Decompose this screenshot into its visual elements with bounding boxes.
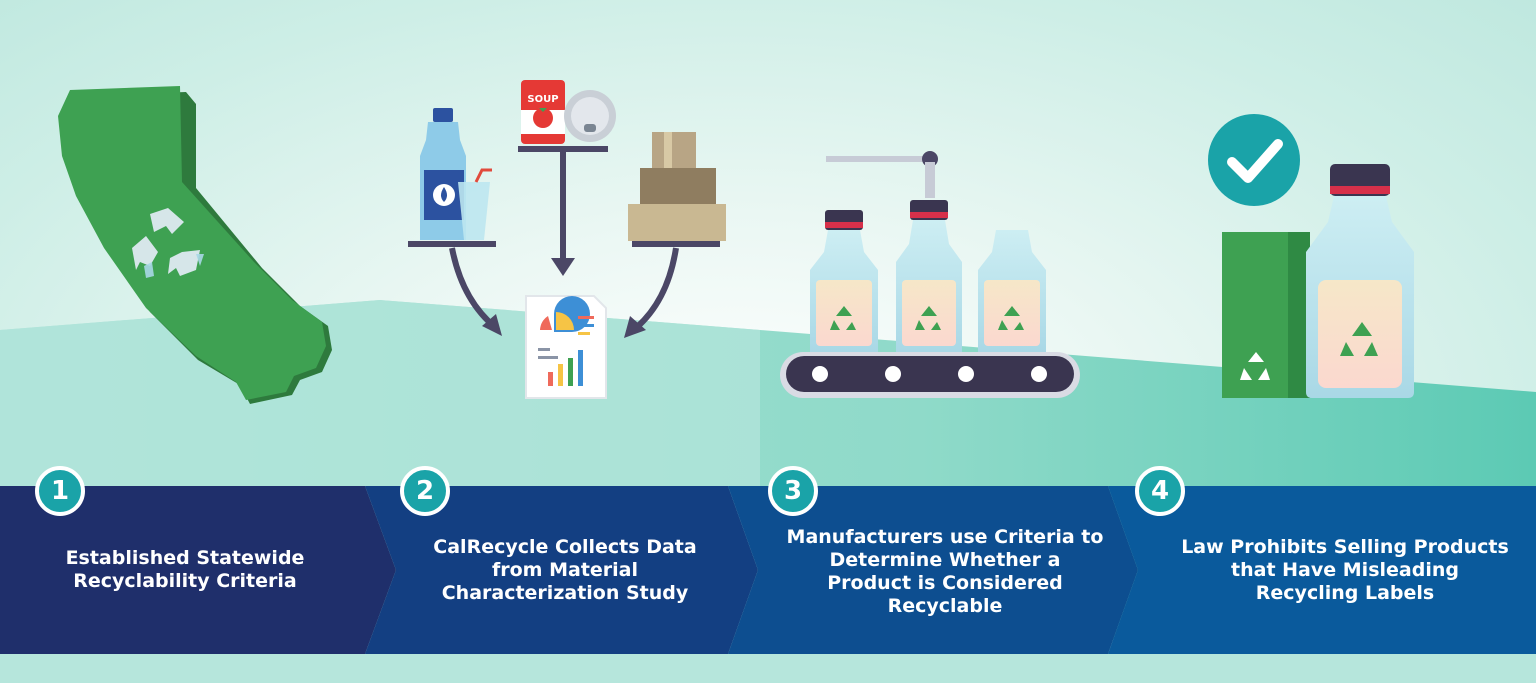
step-number-badge: 3	[768, 466, 818, 516]
step-banner-2	[365, 486, 758, 654]
step-label: CalRecycle Collects Data from Material C…	[433, 535, 697, 604]
step-label: Established Statewide Recyclability Crit…	[65, 547, 305, 592]
approved-bottle-icon	[1222, 164, 1414, 398]
step-label: Manufacturers use Criteria to Determine …	[786, 526, 1104, 617]
can-label: SOUP	[527, 94, 558, 105]
step-banner-1	[0, 486, 396, 654]
checkmark-icon	[1208, 114, 1300, 206]
bottling-conveyor-icon	[780, 151, 1080, 398]
california-recycle-icon	[58, 86, 332, 404]
step-number-badge: 2	[400, 466, 450, 516]
data-report-icon	[525, 295, 607, 399]
step-banner-4	[1108, 486, 1536, 654]
step-banners	[0, 486, 1536, 654]
step-banner-3	[728, 486, 1138, 654]
step-number-badge: 1	[35, 466, 85, 516]
step-number-badge: 4	[1135, 466, 1185, 516]
recyclable-materials-icon: SOUP	[408, 80, 726, 338]
step-label: Law Prohibits Selling Products that Have…	[1181, 535, 1509, 604]
